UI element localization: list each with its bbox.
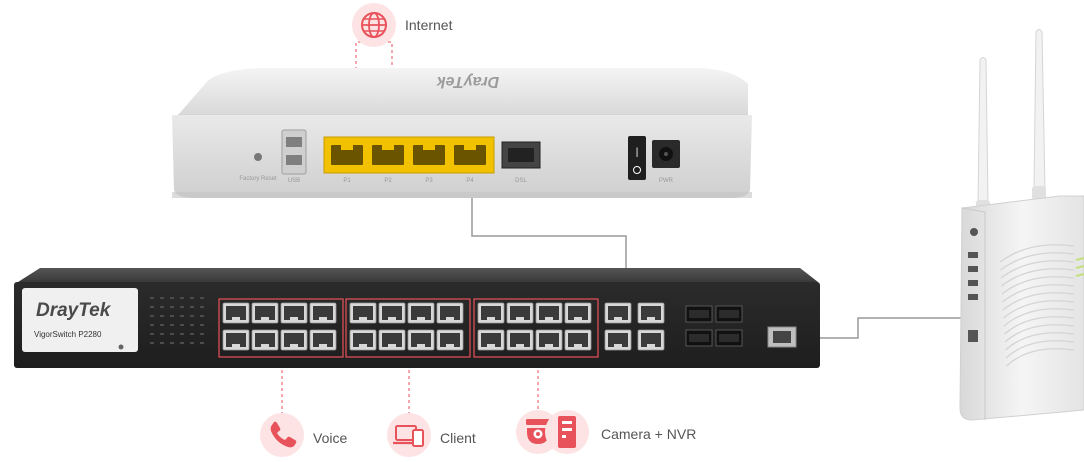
router-port-label-pwr: PWR	[659, 178, 674, 184]
server-icon	[545, 410, 589, 454]
switch-port	[251, 302, 279, 324]
switch-port	[309, 329, 337, 351]
devices-icon	[387, 413, 431, 457]
ap-antenna-right	[1033, 29, 1046, 191]
voice-label: Voice	[313, 430, 348, 446]
access-point	[959, 29, 1084, 421]
switch-port	[378, 329, 406, 351]
switch-port	[349, 302, 377, 324]
client-label: Client	[440, 430, 476, 446]
sfp-port	[685, 305, 713, 323]
ap-body	[959, 195, 1084, 421]
switch-port	[506, 302, 534, 324]
sfp-port	[685, 329, 713, 347]
switch-port	[407, 329, 435, 351]
router-port-label-p3: P3	[425, 178, 433, 184]
switch-port	[535, 329, 563, 351]
switch-port-group-1	[218, 298, 344, 358]
router: DrayTek Factory Reset USB P1 P2 P3 P4	[172, 68, 752, 198]
switch-port	[564, 302, 592, 324]
switch-top	[18, 268, 818, 282]
switch-combo-port	[637, 329, 665, 351]
camera-nvr-label: Camera + NVR	[601, 426, 697, 442]
router-brand: DrayTek	[436, 73, 500, 90]
ap-vent-grill	[999, 244, 1075, 367]
switch-port	[436, 329, 464, 351]
switch-port	[222, 329, 250, 351]
switch-port	[280, 302, 308, 324]
router-port-label-usb: USB	[288, 178, 300, 184]
router-port-label-reset: Factory Reset	[239, 176, 277, 182]
router-lan-ports	[331, 145, 486, 165]
switch-sfp-ports	[685, 305, 743, 347]
switch-led-panel	[150, 297, 204, 344]
sfp-port	[715, 329, 743, 347]
switch-port	[535, 302, 563, 324]
switch-port	[477, 329, 505, 351]
switch-combo-port	[637, 302, 665, 324]
switch-port	[407, 302, 435, 324]
switch-port	[280, 329, 308, 351]
usb-port	[281, 129, 307, 175]
switch-port	[251, 329, 279, 351]
router-port-label-p2: P2	[384, 178, 392, 184]
phone-icon	[260, 413, 304, 457]
switch-port-group-3	[473, 298, 599, 358]
switch-combo-port	[604, 302, 632, 324]
switch-port-group-2	[345, 298, 471, 358]
switch-combo-port	[604, 329, 632, 351]
ap-antenna-left	[977, 57, 989, 206]
power-switch	[628, 136, 646, 180]
switch-port	[309, 302, 337, 324]
router-top	[178, 68, 748, 115]
router-port-label-p1: P1	[343, 178, 351, 184]
switch-port	[506, 329, 534, 351]
ap-ports	[968, 228, 978, 342]
router-port-label-dsl: DSL	[515, 178, 527, 184]
switch-port	[436, 302, 464, 324]
switch-combo-ports	[604, 302, 665, 351]
switch: DrayTek VigorSwitch P2280	[14, 268, 820, 368]
svg-text:|: |	[636, 147, 639, 158]
switch-port	[378, 302, 406, 324]
switch-port	[349, 329, 377, 351]
switch-port	[564, 329, 592, 351]
internet-label: Internet	[405, 17, 453, 33]
router-port-label-p4: P4	[466, 178, 474, 184]
globe-icon	[352, 3, 396, 47]
switch-reset-hole	[118, 344, 124, 350]
switch-brand-panel	[22, 288, 138, 352]
switch-port	[222, 302, 250, 324]
switch-brand: DrayTek	[36, 300, 112, 321]
factory-reset-hole	[254, 153, 262, 161]
switch-model: VigorSwitch P2280	[34, 330, 102, 339]
switch-port	[477, 302, 505, 324]
sfp-port	[715, 305, 743, 323]
